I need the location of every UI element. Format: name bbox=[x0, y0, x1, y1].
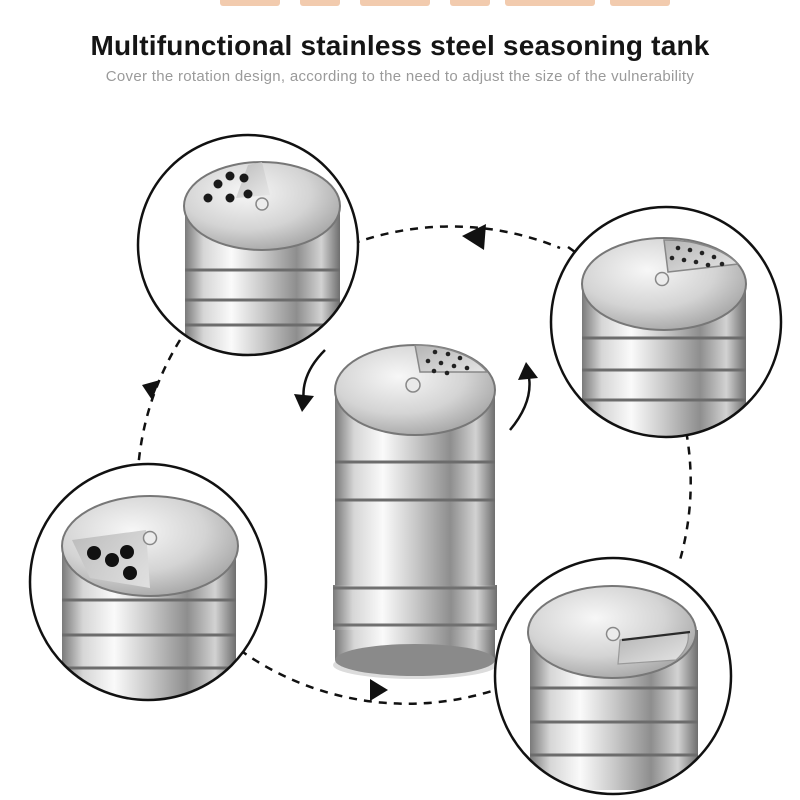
cropped-banner-strip bbox=[0, 0, 800, 8]
center-shaker-image bbox=[333, 344, 497, 679]
view-top-left bbox=[136, 133, 360, 357]
page-subtitle: Cover the rotation design, according to … bbox=[105, 68, 695, 85]
rotation-arrow-icon bbox=[294, 349, 538, 431]
view-bottom-left bbox=[28, 462, 268, 702]
page-title: Multifunctional stainless steel seasonin… bbox=[90, 30, 710, 61]
view-bottom-right bbox=[493, 556, 733, 796]
view-top-right bbox=[549, 205, 783, 439]
